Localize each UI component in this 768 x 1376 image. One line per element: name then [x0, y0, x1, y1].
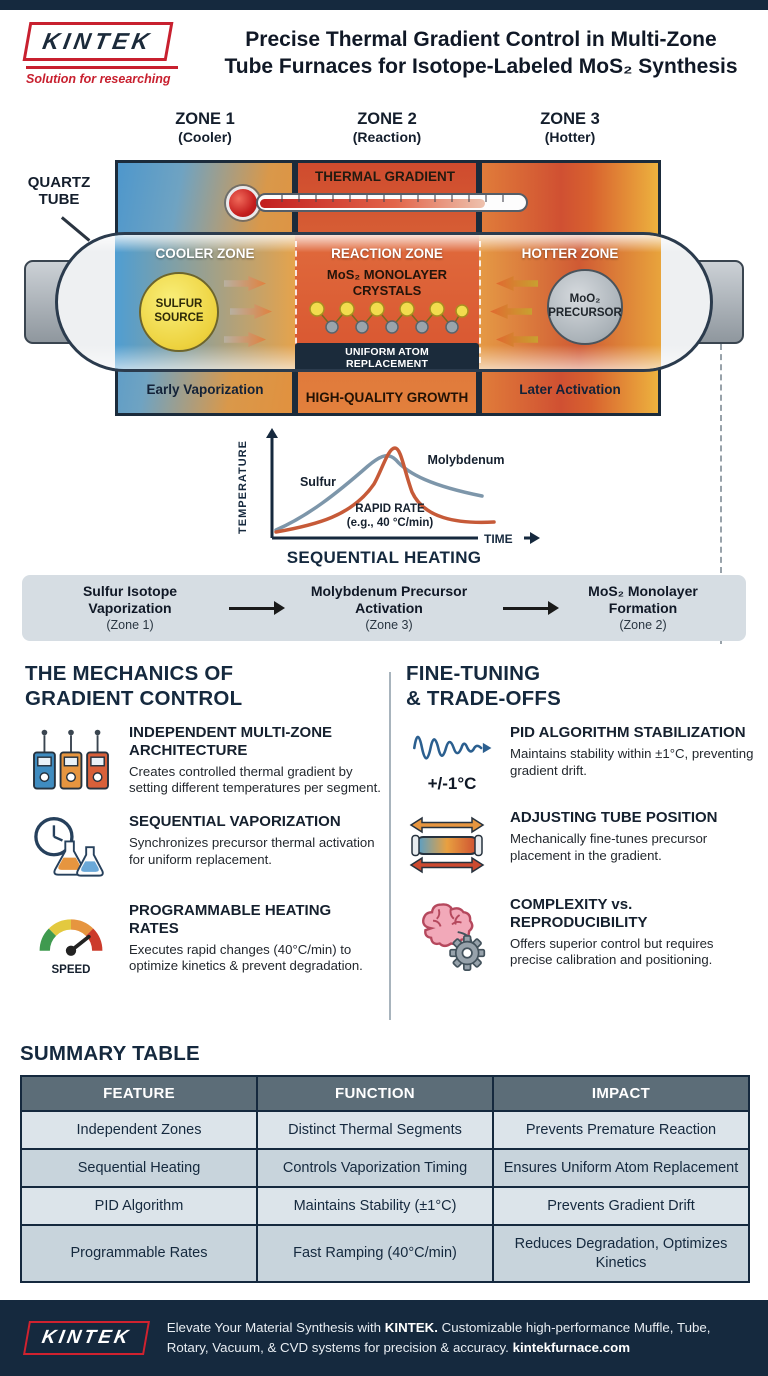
page-title-line2: Tube Furnaces for Isotope-Labeled MoS₂ S… — [224, 55, 738, 79]
zone-boundary-dashed-2 — [479, 241, 481, 363]
y-axis-label: TEMPERATURE — [237, 440, 249, 534]
sulfur-series-label: Sulfur — [300, 475, 336, 489]
pid-tolerance-value: +/-1°C — [427, 774, 477, 794]
zone-boundary-dashed-1 — [295, 241, 297, 363]
x-axis-label: TIME — [484, 532, 513, 546]
zone3-label: ZONE 3 (Hotter) — [540, 110, 600, 145]
summary-section: SUMMARY TABLE FEATURE FUNCTION IMPACT In… — [20, 1042, 750, 1283]
uniform-atom-badge: UNIFORM ATOM REPLACEMENT — [295, 343, 479, 369]
footer-text: Elevate Your Material Synthesis with KIN… — [166, 1320, 711, 1355]
col-impact: IMPACT — [492, 1075, 750, 1112]
sequence-step-2: Molybdenum Precursor Activation (Zone 3) — [310, 583, 468, 632]
footer: KINTEK Elevate Your Material Synthesis w… — [0, 1300, 768, 1376]
page-title-line1: Precise Thermal Gradient Control in Mult… — [245, 28, 717, 51]
table-row: Programmable Rates Fast Ramping (40°C/mi… — [20, 1224, 750, 1283]
clock-flasks-icon — [25, 813, 117, 887]
crystals-label: MoS₂ MONOLAYER CRYSTALS — [326, 267, 448, 298]
feature-text: ADJUSTING TUBE POSITION Mechanically fin… — [510, 809, 718, 863]
feature-tube-position: ADJUSTING TUBE POSITION Mechanically fin… — [406, 809, 754, 881]
feature-text: PID ALGORITHM STABILIZATION Maintains st… — [510, 724, 754, 778]
quartz-tube: COOLER ZONE REACTION ZONE HOTTER ZONE SU… — [55, 232, 713, 372]
feature-sequential-vaporization: SEQUENTIAL VAPORIZATION Synchronizes pre… — [25, 813, 383, 887]
feature-programmable-rates: SPEED PROGRAMMABLE HEATING RATES Execute… — [25, 902, 383, 976]
early-vaporization-label: Early Vaporization — [146, 382, 264, 397]
pid-waveform-icon: +/-1°C — [406, 724, 498, 794]
crystal-lattice-icon — [309, 301, 469, 334]
footer-kintek-logo: KINTEK — [23, 1321, 150, 1355]
reaction-zone-label: REACTION ZONE — [331, 246, 443, 261]
mechanics-column: THE MECHANICS OF GRADIENT CONTROL — [25, 662, 383, 991]
dashed-connector-line — [720, 344, 722, 644]
table-row: Independent Zones Distinct Thermal Segme… — [20, 1109, 750, 1151]
brain-gear-icon — [406, 896, 498, 972]
kintek-logo-text: KINTEK — [40, 28, 156, 54]
zone1-label: ZONE 1 (Cooler) — [175, 110, 235, 145]
molybdenum-curve — [274, 446, 496, 534]
top-bar — [0, 0, 768, 10]
thermometer-bulb-icon — [226, 186, 260, 220]
feature-text: COMPLEXITY vs. REPRODUCIBILITY Offers su… — [510, 896, 714, 968]
thermometer-stem-icon — [256, 193, 528, 212]
moo-precursor-circle: MoO₂ PRECURSOR — [547, 269, 623, 345]
sulfur-curve — [274, 454, 484, 532]
cooler-zone-label: COOLER ZONE — [155, 246, 255, 261]
header: KINTEK Solution for researching Precise … — [0, 10, 768, 100]
finetuning-title: FINE-TUNING & TRADE-OFFS — [406, 662, 561, 710]
thermal-gradient-label: THERMAL GRADIENT — [315, 169, 455, 184]
kintek-logo-box: KINTEK — [22, 22, 174, 61]
feature-complexity: COMPLEXITY vs. REPRODUCIBILITY Offers su… — [406, 896, 754, 972]
sulfur-source-circle: SULFUR SOURCE — [139, 272, 219, 352]
sequence-step-3: MoS₂ Monolayer Formation (Zone 2) — [588, 583, 698, 632]
chart-svg: TEMPERATURE TIME Sulfur Molybdenum RAPID… — [237, 428, 540, 546]
sequence-title: SEQUENTIAL HEATING — [286, 548, 482, 567]
rapid-rate-label-1: RAPID RATE — [355, 503, 425, 515]
table-header-row: FEATURE FUNCTION IMPACT — [20, 1075, 750, 1112]
sequence-box: Sulfur Isotope Vaporization (Zone 1) Mol… — [22, 575, 746, 641]
speed-label: SPEED — [51, 964, 91, 977]
summary-table-title: SUMMARY TABLE — [20, 1042, 200, 1065]
col-function: FUNCTION — [256, 1075, 494, 1112]
logo-underline — [26, 66, 178, 69]
hotter-zone-label: HOTTER ZONE — [521, 246, 619, 261]
details-columns: THE MECHANICS OF GRADIENT CONTROL — [0, 658, 768, 1044]
zone2-label: ZONE 2 (Reaction) — [352, 110, 422, 145]
feature-text: PROGRAMMABLE HEATING RATES Executes rapi… — [129, 902, 363, 974]
temperature-time-chart: TEMPERATURE TIME Sulfur Molybdenum RAPID… — [228, 424, 558, 556]
table-row: PID Algorithm Maintains Stability (±1°C)… — [20, 1186, 750, 1227]
later-activation-label: Later Activation — [519, 382, 621, 397]
quartz-pointer-line — [61, 216, 91, 242]
feature-pid: +/-1°C PID ALGORITHM STABILIZATION Maint… — [406, 724, 754, 794]
speedometer-icon: SPEED — [25, 902, 117, 976]
furnace-diagram: ZONE 1 (Cooler) ZONE 2 (Reaction) ZONE 3… — [0, 98, 768, 644]
mechanics-title: THE MECHANICS OF GRADIENT CONTROL — [25, 662, 243, 710]
summary-table: FEATURE FUNCTION IMPACT Independent Zone… — [20, 1075, 750, 1283]
multizone-controllers-icon — [25, 724, 117, 798]
sequential-heating-flow: SEQUENTIAL HEATING Sulfur Isotope Vapori… — [0, 548, 768, 641]
thermometer-ticks — [266, 195, 518, 202]
finetuning-column: FINE-TUNING & TRADE-OFFS +/-1°C PID ALGO… — [406, 662, 754, 987]
sequence-step-1: Sulfur Isotope Vaporization (Zone 1) — [82, 583, 178, 632]
high-quality-growth-label: HIGH-QUALITY GROWTH — [305, 390, 469, 405]
page-title: Precise Thermal Gradient Control in Mult… — [200, 26, 762, 81]
feature-text: INDEPENDENT MULTI-ZONE ARCHITECTURE Crea… — [129, 724, 381, 796]
quartz-tube-label: QUARTZ TUBE — [27, 174, 91, 209]
molybdenum-series-label: Molybdenum — [427, 453, 504, 467]
feature-multizone: INDEPENDENT MULTI-ZONE ARCHITECTURE Crea… — [25, 724, 383, 798]
col-feature: FEATURE — [20, 1075, 258, 1112]
footer-website: kintekfurnace.com — [512, 1340, 631, 1355]
thermometer-fill — [260, 199, 486, 208]
kintek-logo: KINTEK Solution for researching — [22, 22, 196, 86]
logo-tagline: Solution for researching — [26, 72, 171, 86]
rapid-rate-label-2: (e.g., 40 °C/min) — [347, 517, 434, 529]
sequence-arrow-icon — [229, 601, 285, 615]
feature-text: SEQUENTIAL VAPORIZATION Synchronizes pre… — [129, 813, 375, 867]
sequence-arrow-icon — [503, 601, 559, 615]
column-divider — [389, 672, 391, 1020]
table-row: Sequential Heating Controls Vaporization… — [20, 1148, 750, 1189]
tube-position-icon — [406, 809, 498, 881]
